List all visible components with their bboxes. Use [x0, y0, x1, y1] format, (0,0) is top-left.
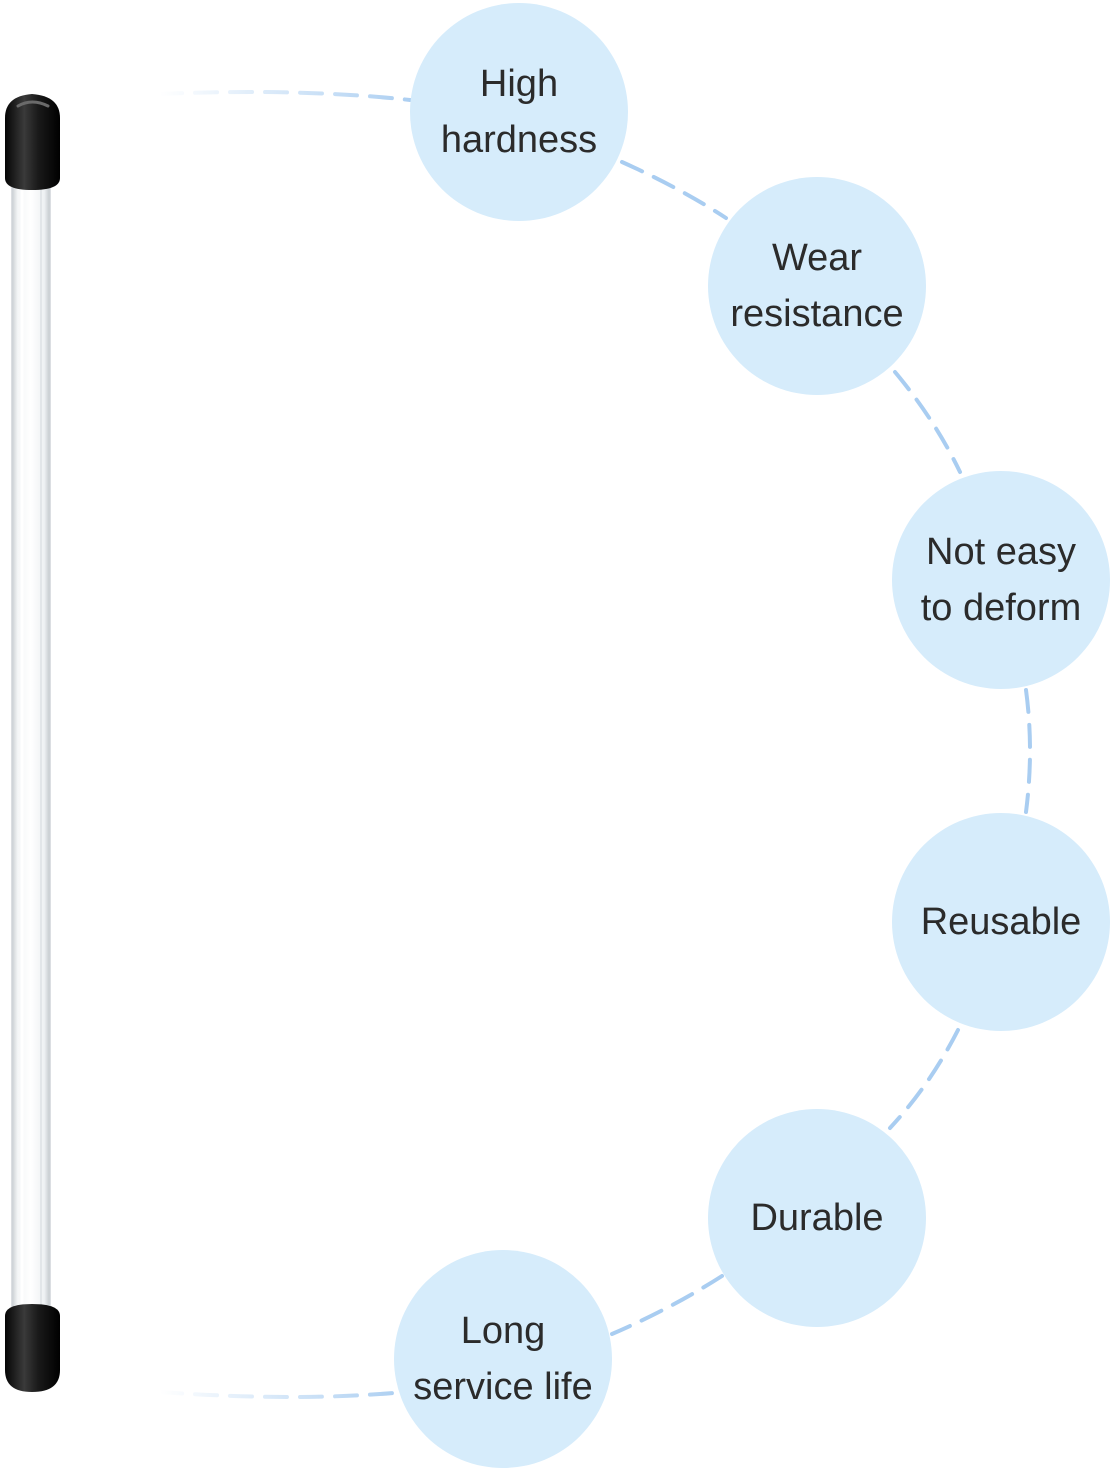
connector-top-fade: [158, 90, 412, 102]
top-cap-shine: [16, 100, 50, 108]
feature-circle-wear-resistance: Wear resistance: [708, 177, 926, 395]
feature-label: hardness: [440, 119, 598, 161]
connector-3-4: [1024, 688, 1032, 814]
feature-label: Reusable: [920, 901, 1082, 943]
clear-tube-with-black-end-caps-icon: [5, 94, 60, 1392]
feature-label: Durable: [750, 1197, 884, 1239]
bottom-cap: [5, 1304, 60, 1392]
feature-label: to deform: [920, 587, 1082, 629]
feature-circle-long-service-life: Long service life: [394, 1250, 612, 1468]
connector-1-2: [620, 160, 728, 220]
feature-label: resistance: [730, 293, 904, 335]
connector-5-6: [610, 1274, 724, 1336]
connector-2-3: [893, 370, 962, 474]
tube-body: [11, 179, 51, 1311]
feature-circle-not-easy-to-deform: Not easy to deform: [892, 471, 1110, 689]
feature-circle-high-hardness: High hardness: [410, 3, 628, 221]
connector-arc: [158, 90, 1032, 1399]
feature-label: High: [479, 63, 559, 105]
feature-label: Wear: [771, 237, 863, 279]
connector-4-5: [888, 1028, 960, 1130]
feature-circle-durable: Durable: [708, 1109, 926, 1327]
feature-label: Not easy: [926, 531, 1076, 573]
feature-circle-reusable: Reusable: [892, 813, 1110, 1031]
feature-label: service life: [413, 1366, 593, 1408]
top-cap: [5, 94, 60, 190]
feature-label: Long: [460, 1310, 546, 1352]
connector-bottom-fade: [158, 1390, 406, 1399]
